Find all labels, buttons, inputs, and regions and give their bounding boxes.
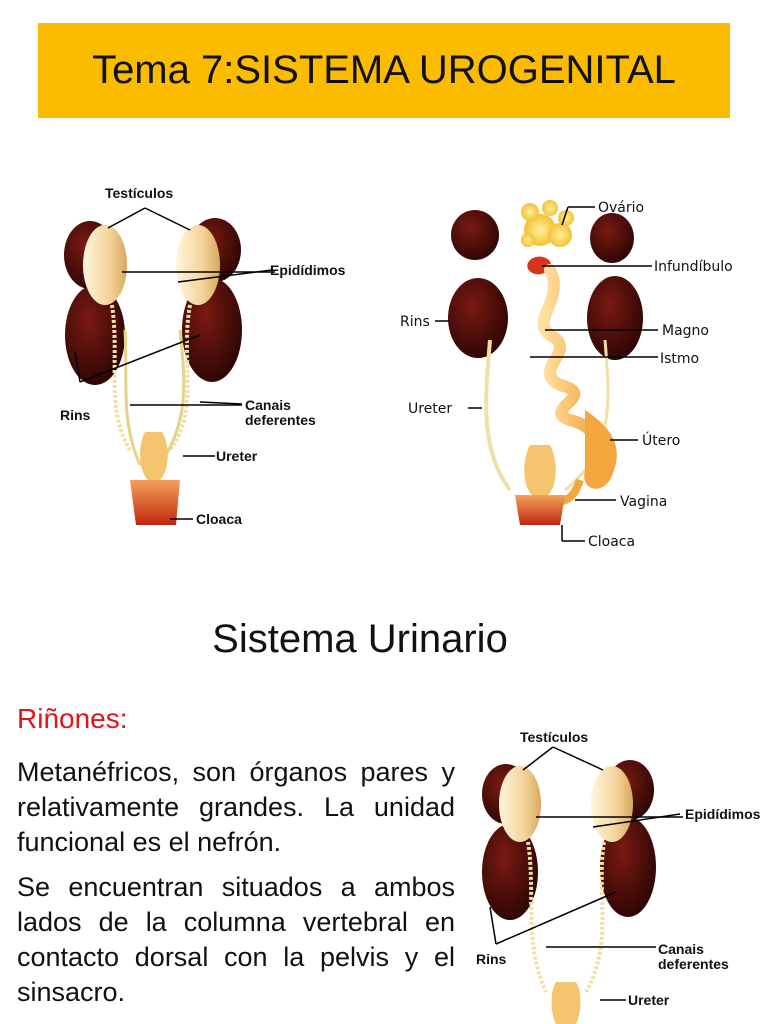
testis-left [499,766,541,842]
label-cloaca: Cloaca [588,534,635,550]
label-utero: Útero [642,431,680,449]
kidney-left-lower [482,824,538,920]
label-canais: Canais [658,941,704,957]
ovary-cluster [521,200,574,247]
label-ureter: Ureter [408,401,452,417]
label-canais: Canais [245,397,291,413]
uterus [584,410,617,489]
kidney-left-upper [451,210,499,260]
subheading-rinones: Riñones: [17,703,128,734]
label-rins: Rins [60,407,91,423]
kidney-left-lower [65,285,125,385]
paragraph-2: Se encuentran situados a ambos lados de … [17,872,455,1007]
label-rins: Rins [400,314,430,330]
kidney-right-lower [587,276,643,360]
label-testiculos: Testículos [520,729,588,745]
paragraph-1: Metanéfricos, son órganos pares y relati… [17,757,455,857]
label-deferentes: deferentes [245,412,316,428]
female-urogenital-figure: Ovário Infundíbulo Rins Magno Istmo Uret… [400,200,733,550]
label-testiculos: Testículos [105,185,173,201]
label-cloaca: Cloaca [196,511,242,527]
label-rins: Rins [476,951,507,967]
testis-left [83,225,127,305]
testis-right [591,766,633,842]
urodeum [551,982,581,1024]
label-ureter: Ureter [628,992,670,1008]
urodeum [140,432,168,480]
kidney-right-upper [590,213,634,263]
label-magno: Magno [662,323,709,339]
label-istmo: Istmo [660,351,699,367]
cloaca-shape [130,480,180,525]
label-vagina: Vagina [620,494,667,510]
label-epididimos: Epidídimos [270,262,346,278]
label-ureter: Ureter [216,448,258,464]
label-ovario: Ovário [598,200,644,216]
kidney-left-lower [448,278,508,358]
title-banner: Tema 7:SISTEMA UROGENITAL [38,23,730,118]
male-urogenital-figure-small: Testículos Epidídimos Rins Canais defere… [476,729,761,1024]
male-urogenital-figure: Testículos Epidídimos Rins Canais defere… [60,185,346,527]
kidney-right-lower [600,817,656,917]
label-infundibulo: Infundíbulo [654,259,733,275]
testis-right [176,225,220,305]
label-deferentes: deferentes [658,956,729,972]
cloaca-shape [515,495,565,525]
section-title: Sistema Urinario [212,617,508,661]
label-epididimos: Epidídimos [685,806,761,822]
page-title: Tema 7:SISTEMA UROGENITAL [92,48,676,92]
